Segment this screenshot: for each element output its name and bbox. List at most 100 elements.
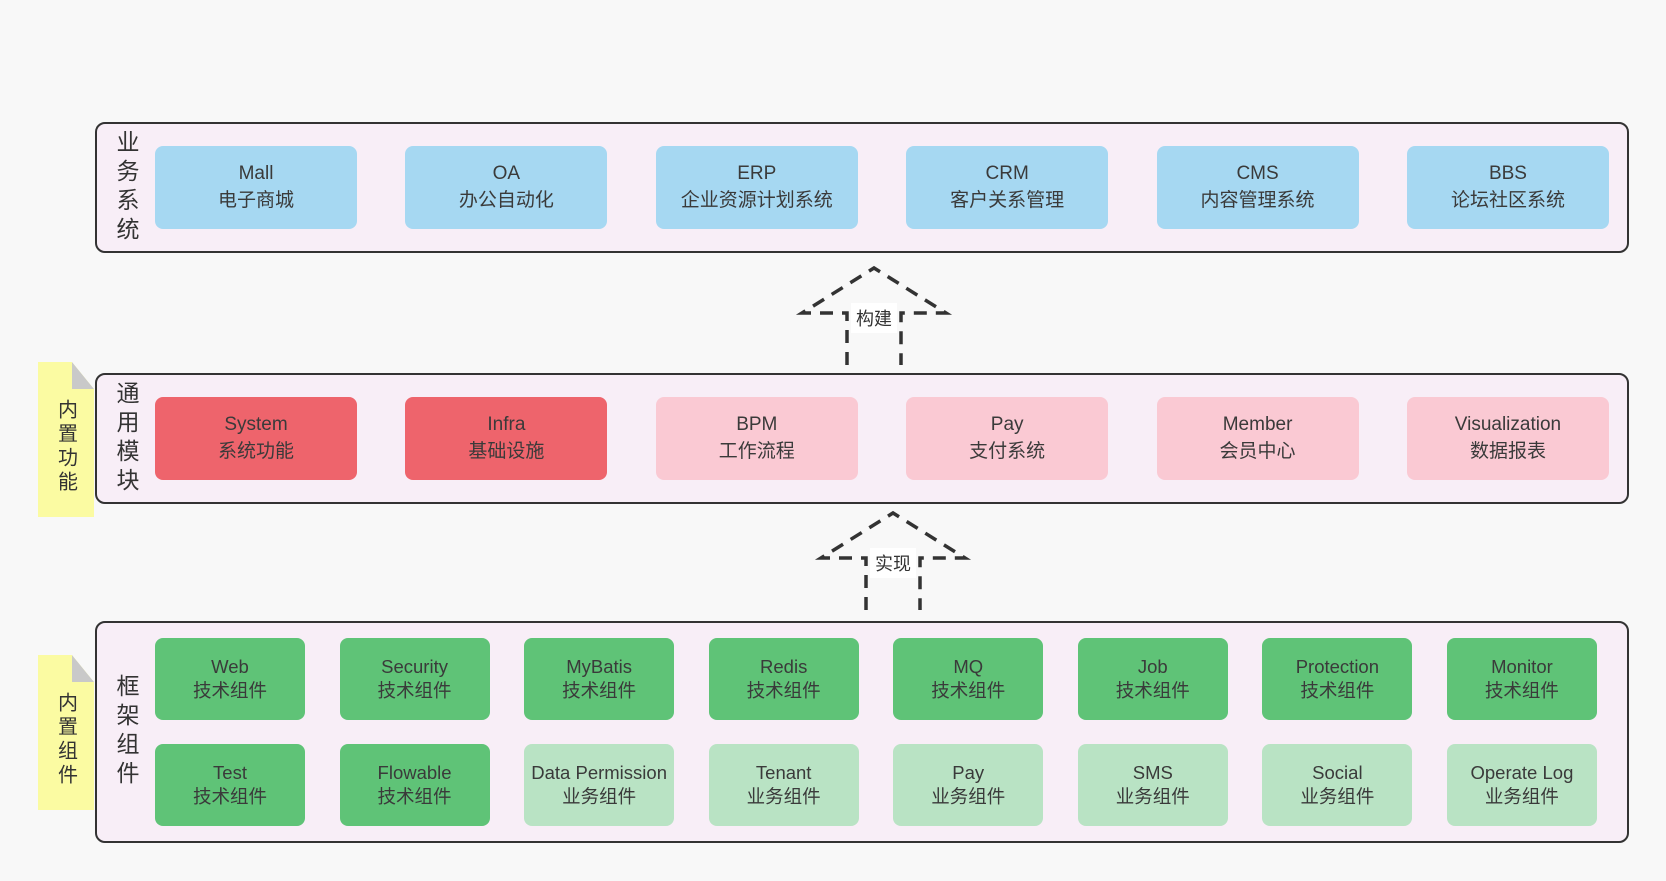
box-subtitle: 支付系统 xyxy=(969,440,1046,462)
box-title: Redis xyxy=(760,655,808,677)
box-title: BPM xyxy=(736,414,778,436)
box-monitor: Monitor 技术组件 xyxy=(1446,638,1597,720)
box-mall: Mall 电子商城 xyxy=(155,146,357,229)
box-subtitle: 客户关系管理 xyxy=(950,189,1065,211)
box-bbs: BBS 论坛社区系统 xyxy=(1406,146,1609,229)
box-title: Pay xyxy=(952,761,985,783)
box-subtitle: 会员中心 xyxy=(1219,440,1296,462)
box-title: Member xyxy=(1222,414,1293,436)
band-label-framework-components: 框架组件 xyxy=(113,674,139,790)
box-title: BBS xyxy=(1488,163,1527,185)
box-test: Test 技术组件 xyxy=(155,744,305,826)
note-text: 内置组件 xyxy=(54,691,77,788)
box-subtitle: 业务组件 xyxy=(931,786,1006,807)
box-subtitle: 业务组件 xyxy=(562,786,637,807)
box-subtitle: 论坛社区系统 xyxy=(1450,189,1565,211)
box-title: Job xyxy=(1137,655,1168,677)
box-social: Social 业务组件 xyxy=(1262,744,1413,826)
box-subtitle: 技术组件 xyxy=(377,680,452,701)
box-title: Protection xyxy=(1295,655,1380,677)
implement-arrow: 实现 xyxy=(813,510,973,610)
up-arrow-icon: 构建 xyxy=(795,265,953,365)
box-security: Security 技术组件 xyxy=(339,638,490,720)
up-arrow-icon: 实现 xyxy=(814,510,972,610)
arrow-label-bg xyxy=(851,303,897,333)
arrow-label-bg xyxy=(870,548,916,578)
box-subtitle: 技术组件 xyxy=(746,680,821,701)
band-label-business-systems: 业务系统 xyxy=(113,129,139,246)
band-business-systems: 业务系统 Mall 电子商城 OA 办公自动化 ERP 企业资源计划系统 CRM 客户关系管理… xyxy=(95,122,1629,253)
box-subtitle: 内容管理系统 xyxy=(1200,189,1315,211)
box-subtitle: 技术组件 xyxy=(931,680,1006,701)
arrow-label: 实现 xyxy=(875,554,911,574)
box-title: Monitor xyxy=(1491,655,1553,677)
box-flowable: Flowable 技术组件 xyxy=(339,744,490,826)
box-title: Infra xyxy=(487,414,526,436)
box-title: Mall xyxy=(238,163,274,185)
box-subtitle: 技术组件 xyxy=(192,680,267,701)
box-title: Security xyxy=(381,655,448,677)
box-subtitle: 业务组件 xyxy=(1300,786,1375,807)
box-title: SMS xyxy=(1132,761,1173,783)
box-protection: Protection 技术组件 xyxy=(1262,638,1413,720)
box-subtitle: 数据报表 xyxy=(1469,440,1546,462)
box-infra: Infra 基础设施 xyxy=(405,397,608,480)
box-title: Pay xyxy=(990,414,1024,436)
box-title: CRM xyxy=(985,163,1029,185)
box-title: MyBatis xyxy=(566,655,633,677)
box-subtitle: 工作流程 xyxy=(718,440,795,462)
box-title: Test xyxy=(213,761,247,783)
note-fold-corner-icon xyxy=(72,362,94,389)
box-title: Data Permission xyxy=(531,761,667,783)
box-oa: OA 办公自动化 xyxy=(405,146,608,229)
box-subtitle: 技术组件 xyxy=(192,786,267,807)
box-title: Social xyxy=(1312,761,1363,783)
note-text: 内置功能 xyxy=(54,398,77,495)
box-web: Web 技术组件 xyxy=(155,638,305,720)
business-systems-boxes: Mall 电子商城 OA 办公自动化 ERP 企业资源计划系统 CRM 客户关系管理 CMS 内容… xyxy=(155,146,1627,229)
box-subtitle: 业务组件 xyxy=(746,786,821,807)
box-erp: ERP 企业资源计划系统 xyxy=(655,146,858,229)
box-subtitle: 技术组件 xyxy=(1484,680,1559,701)
box-subtitle: 技术组件 xyxy=(377,786,452,807)
box-subtitle: 企业资源计划系统 xyxy=(680,189,833,211)
note-fold-corner-icon xyxy=(72,655,94,682)
box-pay: Pay 支付系统 xyxy=(906,397,1109,480)
box-subtitle: 技术组件 xyxy=(562,680,637,701)
box-title: CMS xyxy=(1236,163,1279,185)
box-subtitle: 技术组件 xyxy=(1300,680,1375,701)
box-subtitle: 业务组件 xyxy=(1484,786,1559,807)
box-pay: Pay 业务组件 xyxy=(893,744,1044,826)
box-title: Web xyxy=(211,655,249,677)
box-title: Flowable xyxy=(377,761,452,783)
note-built-in-features: 内置功能 xyxy=(38,362,94,517)
box-sms: SMS 业务组件 xyxy=(1077,744,1228,826)
box-bpm: BPM 工作流程 xyxy=(655,397,858,480)
arrow-label: 构建 xyxy=(856,309,892,329)
box-subtitle: 基础设施 xyxy=(468,440,545,462)
box-title: OA xyxy=(492,163,521,185)
box-title: ERP xyxy=(737,163,777,185)
box-subtitle: 业务组件 xyxy=(1115,786,1190,807)
box-data-permission: Data Permission 业务组件 xyxy=(524,744,675,826)
box-subtitle: 电子商城 xyxy=(217,189,294,211)
box-mybatis: MyBatis 技术组件 xyxy=(524,638,675,720)
note-built-in-components: 内置组件 xyxy=(38,655,94,810)
box-mq: MQ 技术组件 xyxy=(893,638,1044,720)
build-arrow: 构建 xyxy=(794,265,954,365)
box-title: Visualization xyxy=(1454,414,1562,436)
box-title: System xyxy=(224,414,288,436)
band-label-common-modules: 通用模块 xyxy=(113,380,139,497)
box-subtitle: 办公自动化 xyxy=(458,189,554,211)
box-title: MQ xyxy=(953,655,984,677)
box-redis: Redis 技术组件 xyxy=(708,638,859,720)
